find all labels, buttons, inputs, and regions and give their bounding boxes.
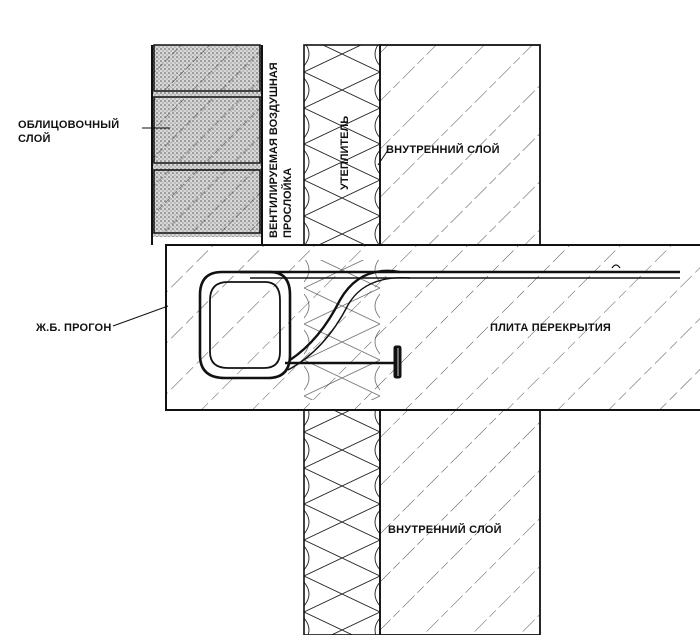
insulation-slab-section — [304, 260, 380, 400]
label-floor-slab: ПЛИТА ПЕРЕКРЫТИЯ — [490, 322, 611, 334]
label-inner-layer-bottom: ВНУТРЕННИЙ СЛОЙ — [388, 523, 502, 536]
brick-2 — [153, 96, 261, 164]
reinforcement-loop — [198, 264, 680, 380]
insulation-layer-bottom — [303, 409, 381, 636]
rc-beam-leader — [112, 305, 169, 327]
floor-slab — [165, 244, 700, 411]
inner-layer-leader — [377, 149, 389, 166]
label-air-gap-line2: ПРОСЛОЙКА — [281, 168, 294, 238]
label-cladding-line1: ОБЛИЦОВОЧНЫЙ — [18, 118, 119, 131]
insulation-layer-top — [303, 44, 381, 246]
label-inner-layer-top: ВНУТРЕННИЙ СЛОЙ — [386, 143, 500, 156]
anchor-bolt — [285, 345, 402, 379]
inner-layer-bottom — [379, 409, 541, 636]
brick-1 — [153, 44, 261, 92]
label-insulation: УТЕПЛИТЕЛЬ — [339, 116, 351, 190]
brick-3 — [153, 169, 261, 234]
cladding-layer — [151, 44, 263, 245]
label-air-gap-line1: ВЕНТИЛИРУЕМАЯ ВОЗДУШНАЯ — [268, 62, 280, 238]
label-cladding-line2: СЛОЙ — [18, 132, 51, 145]
label-rc-beam: Ж.Б. ПРОГОН — [35, 322, 111, 334]
